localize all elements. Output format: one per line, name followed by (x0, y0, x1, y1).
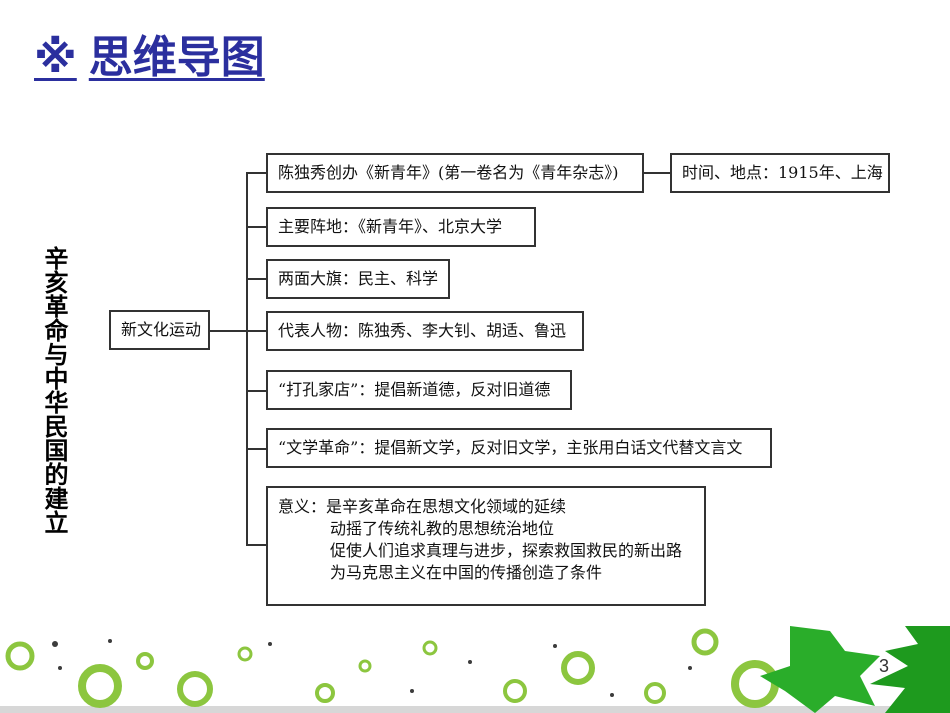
meaning-line: 为马克思主义在中国的传播创造了条件 (330, 563, 603, 582)
branch-connector (246, 330, 268, 332)
ring-icon (136, 652, 154, 670)
vertical-chapter-title: 辛亥革命与中华民国的建立 (40, 246, 68, 534)
branch-node-literary-revolution: “文学革命”：提倡新文学，反对旧文学，主张用白话文代替文言文 (266, 428, 772, 468)
time-place-node: 时间、地点：1915年、上海 (670, 153, 890, 193)
dot-icon (610, 693, 614, 697)
slide-title: ※ 思维导图 (34, 36, 265, 80)
root-node: 新文化运动 (109, 310, 210, 350)
time-connector (642, 172, 672, 174)
slide-title-text: 思维导图 (88, 32, 265, 83)
maple-leaf-icon (760, 626, 880, 713)
branch-connector (246, 390, 268, 392)
branch-node-founding: 陈独秀创办《新青年》(第一卷名为《青年杂志》) (266, 153, 644, 193)
decorative-footer (0, 626, 950, 713)
branch-node-confucius: “打孔家店”：提倡新道德，反对旧道德 (266, 370, 572, 410)
branch-connector (246, 172, 268, 174)
ring-icon (315, 683, 335, 703)
dot-icon (688, 666, 692, 670)
ring-icon (644, 682, 666, 704)
ring-icon (5, 641, 35, 671)
maple-leaf-icon (870, 626, 950, 713)
ring-icon (422, 640, 438, 656)
dot-icon (410, 689, 414, 693)
dot-icon (553, 644, 557, 648)
branch-connector (246, 544, 268, 546)
branch-node-base: 主要阵地：《新青年》、北京大学 (266, 207, 536, 247)
ring-icon (358, 659, 372, 673)
dot-icon (52, 641, 58, 647)
dot-icon (468, 660, 472, 664)
meaning-label: 意义： (278, 497, 327, 516)
ring-icon (237, 646, 253, 662)
branch-connector (246, 226, 268, 228)
dot-decorations (52, 639, 692, 697)
branch-connector (246, 278, 268, 280)
footer-bar (0, 706, 950, 713)
branch-node-banners: 两面大旗：民主、科学 (266, 259, 450, 299)
meaning-line: 意义：是辛亥革命在思想文化领域的延续 (278, 497, 567, 516)
branch-connector (246, 448, 268, 450)
ring-icon (691, 628, 719, 656)
dot-icon (108, 639, 112, 643)
meaning-line: 动摇了传统礼教的思想统治地位 (330, 519, 555, 538)
ring-icon (177, 671, 213, 707)
ring-icon (78, 664, 122, 708)
meaning-node: 意义：是辛亥革命在思想文化领域的延续 动摇了传统礼教的思想统治地位 促使人们追求… (266, 486, 706, 606)
ring-icon (503, 679, 527, 703)
ring-icon (561, 651, 595, 685)
branch-node-figures: 代表人物：陈独秀、李大钊、胡适、鲁迅 (266, 311, 584, 351)
meaning-line: 促使人们追求真理与进步，探索救国救民的新出路 (330, 541, 683, 560)
ring-icon (731, 660, 779, 708)
root-connector (208, 330, 248, 332)
trunk-line (246, 172, 248, 546)
page-number: 3 (879, 656, 890, 676)
dot-icon (58, 666, 62, 670)
dot-icon (268, 642, 272, 646)
ring-decorations (5, 628, 809, 708)
reference-mark: ※ (34, 32, 77, 83)
